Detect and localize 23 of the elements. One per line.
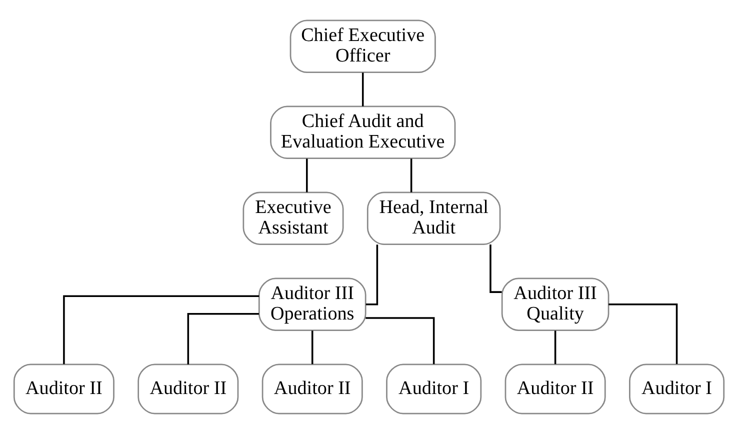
node-box: Auditor I: [386, 364, 482, 414]
connector: [362, 72, 364, 106]
connector: [311, 330, 314, 364]
node-box: Auditor II: [262, 364, 363, 414]
connector: [187, 313, 259, 364]
node-box: Executive Assistant: [242, 192, 344, 245]
node-box: Auditor I: [629, 364, 725, 414]
node-box: Auditor III Quality: [501, 278, 610, 331]
node-box: Chief Executive Officer: [290, 20, 436, 73]
connector: [366, 244, 378, 306]
connector: [554, 330, 556, 364]
connector: [366, 317, 435, 364]
connector: [63, 295, 260, 364]
connector: [490, 244, 502, 293]
node-box: Head, Internal Audit: [366, 192, 501, 245]
node-box: Chief Audit and Evaluation Executive: [270, 106, 456, 159]
connector: [410, 158, 412, 192]
node-box: Auditor II: [13, 364, 114, 414]
node-box: Auditor II: [504, 364, 606, 414]
connector: [306, 158, 308, 192]
connector: [608, 303, 678, 364]
node-box: Auditor II: [138, 364, 239, 414]
node-box: Auditor III Operations: [258, 278, 366, 331]
